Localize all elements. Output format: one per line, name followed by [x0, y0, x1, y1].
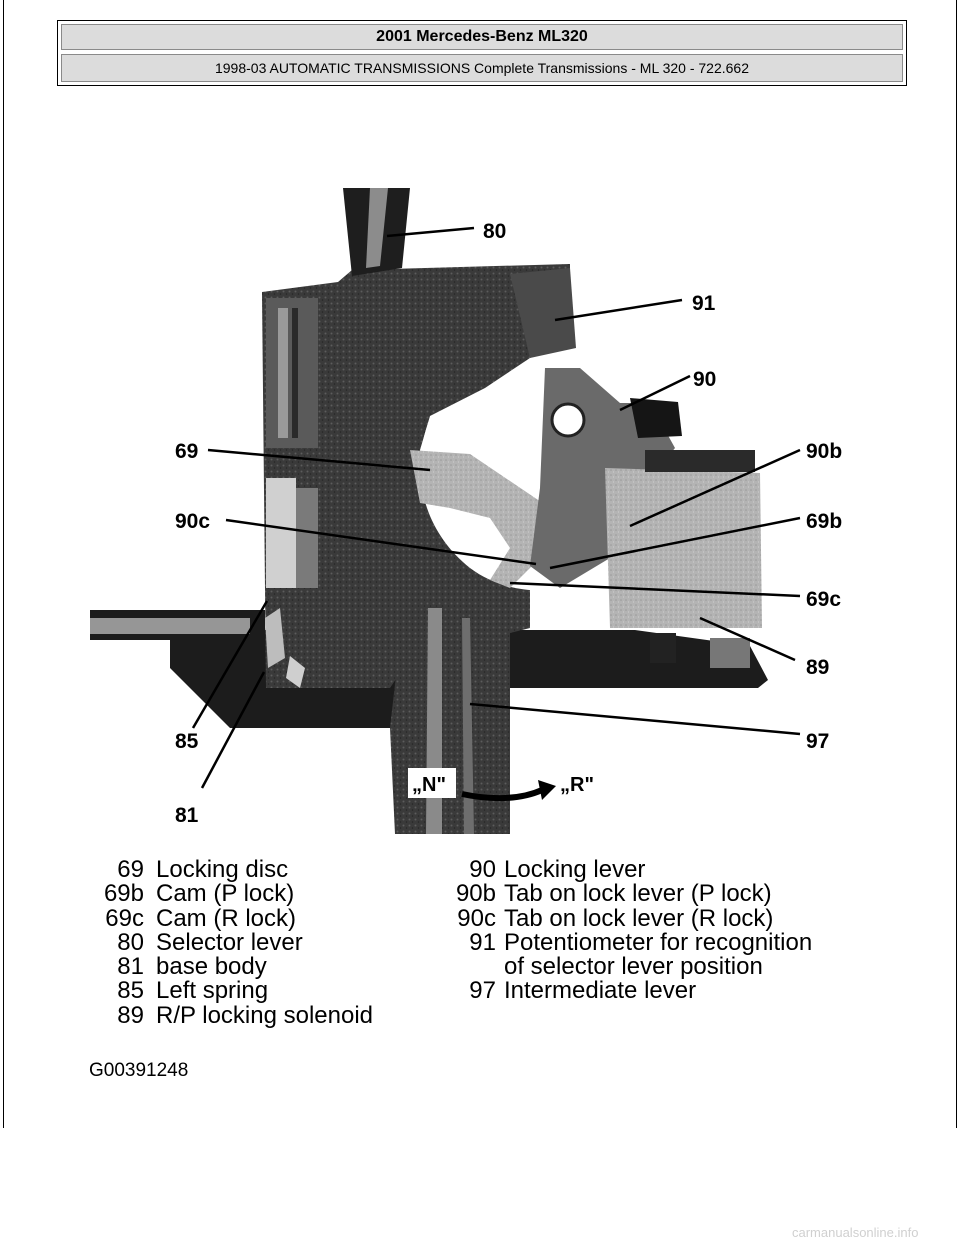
- callout-91: 91: [692, 292, 716, 315]
- watermark: carmanualsonline.info: [792, 1225, 919, 1240]
- callout-90: 90: [693, 368, 716, 391]
- callout-69: 69: [175, 440, 198, 463]
- callout-80: 80: [483, 220, 506, 243]
- direction-arrow: [461, 787, 544, 802]
- callout-90b: 90b: [806, 440, 842, 463]
- callout-90c: 90c: [175, 510, 210, 533]
- document-header: 2001 Mercedes-Benz ML320 1998-03 AUTOMAT…: [57, 20, 907, 86]
- page-frame-right: [956, 0, 957, 1128]
- callout-97: 97: [806, 730, 829, 753]
- illustration-svg: 80 91 90 69 90b 90c 69b 69c 89 85 97 81 …: [90, 188, 842, 834]
- header-subtitle: 1998-03 AUTOMATIC TRANSMISSIONS Complete…: [61, 54, 903, 82]
- leader-lines: [191, 226, 801, 789]
- direction-to-label: „R": [560, 774, 594, 796]
- locking-disc-shape: [410, 450, 560, 588]
- header-title: 2001 Mercedes-Benz ML320: [61, 24, 903, 50]
- selector-mechanism-illustration: 80 91 90 69 90b 90c 69b 69c 89 85 97 81 …: [90, 188, 860, 834]
- callout-85: 85: [175, 730, 199, 753]
- solenoid-shape: [605, 468, 762, 628]
- direction-n-box: [408, 768, 456, 798]
- callout-81: 81: [175, 804, 199, 827]
- direction-from-label: „N": [412, 774, 446, 796]
- callout-69c: 69c: [806, 588, 841, 611]
- page-frame-left: [3, 0, 4, 1128]
- legend-item-continuation: of selector lever position: [504, 953, 763, 981]
- figure-id: G00391248: [89, 1060, 189, 1081]
- callout-69b: 69b: [806, 510, 842, 533]
- callout-89: 89: [806, 656, 829, 679]
